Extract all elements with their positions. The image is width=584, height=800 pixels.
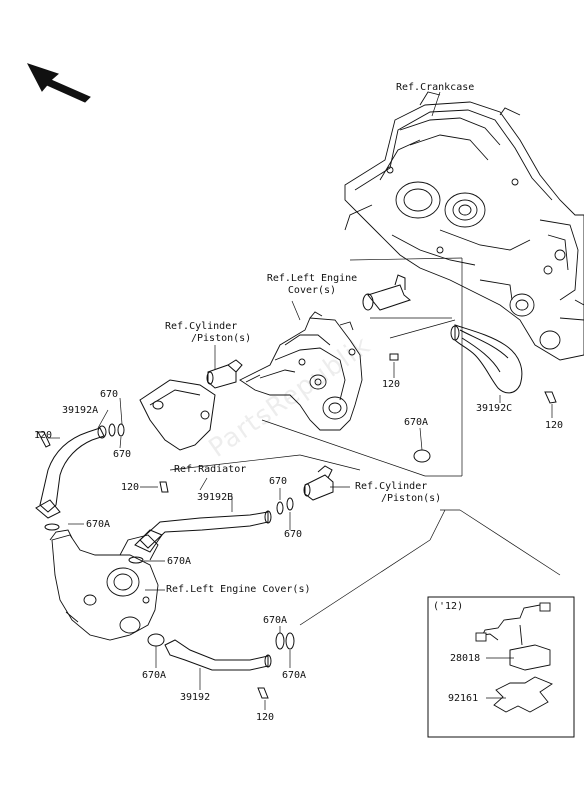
- ref-radiator-label: Ref.Radiator: [174, 464, 247, 475]
- ref-left-engine-cover-low-label: Ref.Left Engine Cover(s): [166, 584, 311, 595]
- leader-lines: [48, 91, 561, 710]
- cylinder-fitting-middle-illustration: [303, 465, 334, 501]
- part-39192b-label: 39192B: [197, 492, 234, 503]
- part-670a-b-label: 670A: [167, 556, 192, 567]
- hose-39192a-illustration: [35, 425, 107, 519]
- upper-fitting-illustration: [362, 274, 412, 311]
- hose-39192b-illustration: [134, 510, 272, 553]
- part-39192c-label: 39192C: [476, 403, 513, 414]
- inset-parts-illustration: [475, 602, 553, 713]
- ref-cylinder-top-line1: Ref.Cylinder: [165, 321, 238, 332]
- ref-cylinder-mid-line2: /Piston(s): [381, 493, 442, 504]
- ref-cylinder-mid-label: Ref.Cylinder /Piston(s): [355, 481, 441, 505]
- hose-39192c-illustration: [450, 324, 523, 394]
- o-rings-670-middle: [276, 497, 294, 515]
- part-120-b-label: 120: [121, 482, 140, 493]
- hose-39192-illustration: [164, 639, 272, 671]
- part-120-c-label: 120: [256, 712, 275, 723]
- water-pump-housing-illustration: [49, 529, 159, 641]
- gasket-plate-illustration: [139, 379, 216, 451]
- cylinder-fitting-top-illustration: [206, 359, 243, 389]
- crankcase-illustration: [344, 91, 584, 361]
- ref-cylinder-top-label: Ref.Cylinder /Piston(s): [165, 321, 251, 345]
- part-670a-c-label: 670A: [263, 615, 288, 626]
- inset-box: [427, 596, 575, 738]
- left-engine-cover-illustration: [239, 311, 363, 431]
- ref-crankcase-label: Ref.Crankcase: [396, 82, 475, 93]
- part-39192a-label: 39192A: [62, 405, 99, 416]
- o-rings-670-upper: [108, 423, 125, 437]
- front-arrow-icon: [26, 63, 91, 103]
- o-rings-670a: [44, 449, 431, 650]
- part-120-d-label: 120: [382, 379, 401, 390]
- part-670a-e-label: 670A: [282, 670, 307, 681]
- part-28018-label: 28018: [450, 653, 481, 664]
- part-92161-label: 92161: [448, 693, 479, 704]
- ref-left-engine-cover-top-line2: Cover(s): [287, 285, 337, 296]
- part-670-c-label: 670: [269, 476, 288, 487]
- part-670-a-label: 670: [100, 389, 119, 400]
- ref-left-engine-cover-top-line1: Ref.Left Engine: [266, 273, 358, 284]
- part-120-e-label: 120: [545, 420, 564, 431]
- part-120-a-label: 120: [34, 430, 53, 441]
- bolts-illustration: [37, 353, 557, 699]
- part-670-b-label: 670: [113, 449, 132, 460]
- part-39192-label: 39192: [180, 692, 211, 703]
- part-670a-f-label: 670A: [404, 417, 429, 428]
- part-670a-d-label: 670A: [142, 670, 167, 681]
- ref-cylinder-top-line2: /Piston(s): [191, 333, 252, 344]
- part-670a-a-label: 670A: [86, 519, 111, 530]
- ref-cylinder-mid-line1: Ref.Cylinder: [355, 481, 428, 492]
- inset-year-label: ('12): [433, 601, 464, 612]
- part-670-d-label: 670: [284, 529, 303, 540]
- ref-left-engine-cover-top-label: Ref.Left Engine Cover(s): [262, 273, 362, 297]
